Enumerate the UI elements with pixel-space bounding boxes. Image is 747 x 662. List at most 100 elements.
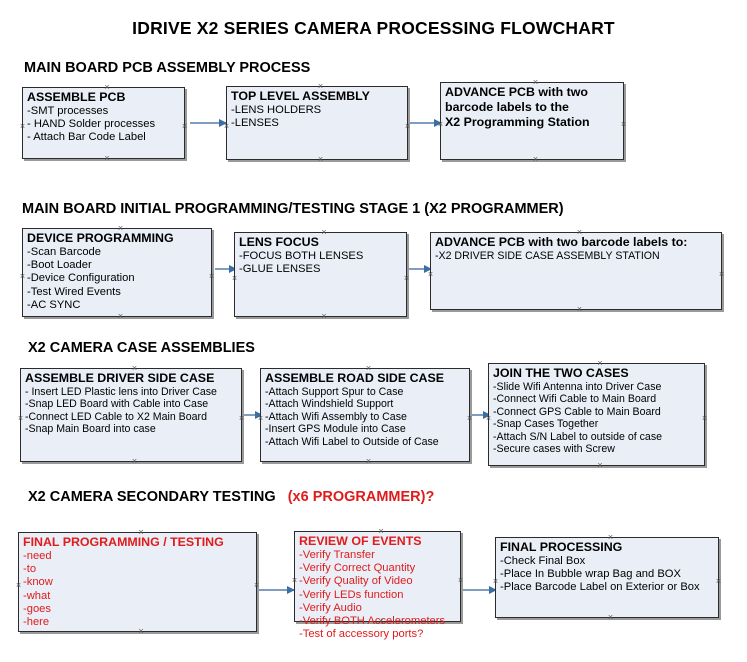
box-line: -goes [23,602,51,615]
box-device-programming[interactable]: DEVICE PROGRAMMING -Scan Barcode -Boot L… [22,228,212,317]
box-line: -Connect LED Cable to X2 Main Board [25,410,207,423]
box-title: LENS FOCUS [239,235,319,249]
box-line: -Snap Main Board into case [25,423,156,436]
section-heading-accent-text: (x6 PROGRAMMER)? [287,489,435,505]
box-line: -Verify BOTH Accelerometers [299,614,446,627]
box-line: -Secure cases with Screw [493,443,615,456]
box-assemble-pcb[interactable]: ASSEMBLE PCB -SMT processes - HAND Solde… [22,87,185,159]
box-review-of-events[interactable]: REVIEW OF EVENTS -Verify Transfer -Verif… [291,531,461,640]
section-heading-x2-camera-secondary-testing: X2 CAMERA SECONDARY TESTING (x6 PROGRAMM… [28,489,434,505]
box-join-the-two-cases[interactable]: JOIN THE TWO CASES -Slide Wifi Antenna i… [488,363,705,466]
connector-arrow [258,586,295,594]
handle-mark [532,156,539,163]
box-line: -Attach Wifi Label to Outside of Case [265,435,439,448]
box-line: -GLUE LENSES [239,263,321,276]
box-lens-focus[interactable]: LENS FOCUS -FOCUS BOTH LENSES -GLUE LENS… [234,232,407,317]
connector-arrow [190,119,227,127]
box-line: -AC SYNC [27,298,81,311]
handle-mark [238,415,245,422]
box-title-line: barcode labels to the [445,99,569,114]
handle-mark [317,156,324,163]
box-line: -here [23,615,50,628]
handle-mark [466,415,473,422]
box-title: ASSEMBLE ROAD SIDE CASE [265,371,444,385]
box-line: -Attach Wifi Assembly to Case [265,410,407,423]
arrow-head-icon [483,411,491,419]
box-assemble-driver-side-case[interactable]: ASSEMBLE DRIVER SIDE CASE - Insert LED P… [20,368,242,462]
box-line: -Boot Loader [27,259,92,272]
box-line: -Verify Transfer [299,548,375,561]
box-assemble-road-side-case[interactable]: ASSEMBLE ROAD SIDE CASE -Attach Support … [260,368,470,462]
box-line: -Slide Wifi Antenna into Driver Case [493,380,662,393]
box-line: -Verify Audio [299,601,362,614]
connector-arrow [244,411,263,419]
arrow-head-icon [255,411,263,419]
handle-mark [701,415,708,422]
page-title: IDRIVE X2 SERIES CAMERA PROCESSING FLOWC… [132,18,615,38]
box-line: -need [23,549,52,562]
box-line: -Scan Barcode [27,245,102,258]
box-line: -Attach Windshield Support [265,398,394,411]
section-heading-text: X2 CAMERA SECONDARY TESTING [28,489,276,505]
section-heading-main-board-initial-programming-testing-stage-1: MAIN BOARD INITIAL PROGRAMMING/TESTING S… [22,201,564,217]
box-top-level-assembly[interactable]: TOP LEVEL ASSEMBLY -LENS HOLDERS -LENSES [226,86,408,160]
section-heading-main-board-pcb-assembly-process: MAIN BOARD PCB ASSEMBLY PROCESS [24,60,310,76]
box-title: ADVANCE PCB with two barcode labels to: [435,235,688,249]
box-line: -Snap LED Board with Cable into Case [25,398,209,411]
box-title: FINAL PROGRAMMING / TESTING [23,535,224,549]
box-final-programming-testing[interactable]: FINAL PROGRAMMING / TESTING -need -to -k… [18,532,257,632]
box-line: - Insert LED Plastic lens into Driver Ca… [25,385,217,398]
box-advance-pcb-to-x2-programming-station[interactable]: ADVANCE PCB with two barcode labels to t… [440,82,624,160]
handle-mark [365,458,372,465]
box-line: -Insert GPS Module into Case [265,423,406,436]
arrow-head-icon [434,119,442,127]
box-title: DEVICE PROGRAMMING [27,231,174,245]
handle-mark [19,123,26,130]
handle-mark [253,582,260,589]
handle-mark [576,306,583,313]
box-final-processing[interactable]: FINAL PROCESSING -Check Final Box -Place… [495,537,719,618]
handle-mark [291,577,298,584]
handle-mark [492,578,499,585]
box-title-line: X2 Programming Station [445,114,590,129]
handle-mark [181,123,188,130]
handle-mark [15,582,22,589]
box-line: -what [23,589,51,602]
box-line: -Test Wired Events [27,285,121,298]
box-title: FINAL PROCESSING [500,540,623,554]
box-line: -Verify LEDs function [299,588,404,601]
handle-mark [715,578,722,585]
box-line: -to [23,563,37,576]
box-advance-pcb-to-driver-side-case-assembly-station[interactable]: ADVANCE PCB with two barcode labels to: … [430,232,722,310]
arrow-head-icon [489,586,497,594]
box-line: - Attach Bar Code Label [27,131,146,144]
section-heading-x2-camera-case-assemblies: X2 CAMERA CASE ASSEMBLIES [28,340,255,356]
box-line: -Device Configuration [27,272,135,285]
handle-mark [19,273,26,280]
section-heading-text: MAIN BOARD INITIAL PROGRAMMING/TESTING S… [22,201,564,217]
handle-mark [131,458,138,465]
handle-mark [404,123,411,130]
box-title: REVIEW OF EVENTS [299,534,422,548]
box-title: TOP LEVEL ASSEMBLY [231,89,370,103]
handle-mark [104,155,111,162]
box-line: -Verify Correct Quantity [299,562,416,575]
box-title: JOIN THE TWO CASES [493,366,629,380]
handle-mark [718,271,725,278]
box-line: -Verify Quality of Video [299,575,413,588]
connector-arrow [409,265,432,273]
arrow-head-icon [424,265,432,273]
box-line: -FOCUS BOTH LENSES [239,249,364,262]
box-title: ASSEMBLE PCB [27,90,126,104]
connector-arrow [472,411,491,419]
section-heading-text: X2 CAMERA CASE ASSEMBLIES [28,340,255,356]
box-line: -Place In Bubble wrap Bag and BOX [500,568,681,581]
box-line: -Connect GPS Cable to Main Board [493,405,661,418]
box-line: -Snap Cases Together [493,418,599,431]
box-line: -LENSES [231,117,279,130]
box-line: -SMT processes [27,104,109,117]
connector-arrow [410,119,442,127]
handle-mark [321,313,328,320]
box-line: -Attach S/N Label to outside of case [493,430,663,443]
